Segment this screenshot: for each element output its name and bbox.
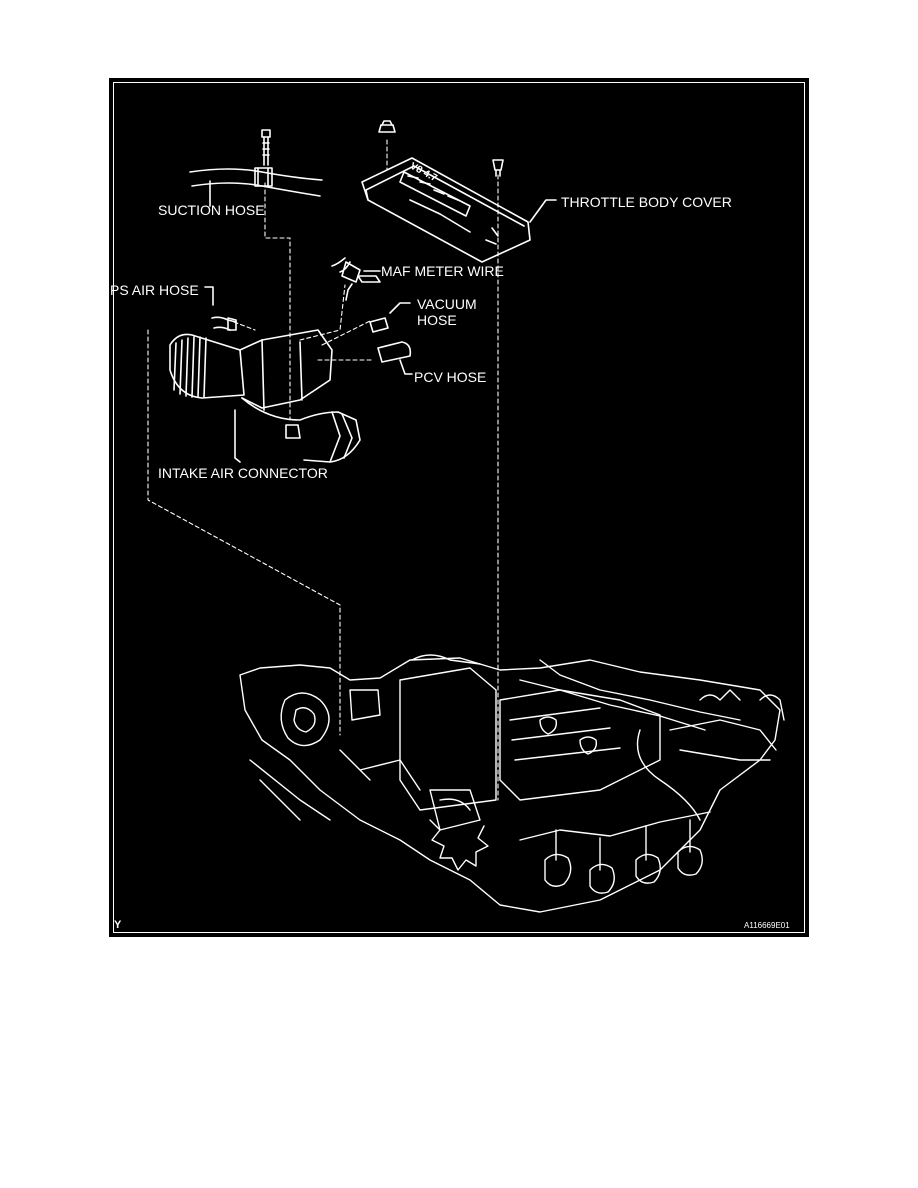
pcv-hose-leader: [399, 359, 413, 375]
nut-icon: [378, 120, 396, 133]
vacuum-hose-label: VACUUM HOSE: [417, 296, 477, 328]
clip-icon: [492, 159, 504, 177]
suction-hose-label: SUCTION HOSE: [158, 202, 265, 218]
throttle-body-cover-part: [361, 157, 531, 263]
figure-code: A116669E01: [744, 921, 790, 930]
throttle-body-cover-label: THROTTLE BODY COVER: [561, 194, 732, 210]
ps-air-hose-leader: [204, 286, 214, 306]
pcv-hose-part: [377, 341, 412, 363]
assembly-guide-lines: [147, 139, 499, 801]
maf-meter-wire-part: [331, 257, 381, 301]
intake-air-connector-leader: [234, 409, 241, 463]
vacuum-hose-part: [369, 317, 389, 333]
vacuum-hose-leader: [389, 302, 411, 314]
throttle-body-cover-leader: [529, 199, 557, 223]
intake-air-connector-label: INTAKE AIR CONNECTOR: [158, 465, 328, 481]
maf-meter-wire-label: MAF METER WIRE: [381, 263, 504, 279]
suction-hose-part: [189, 167, 323, 197]
engine-assembly: [239, 654, 785, 913]
diagram-border: [113, 82, 805, 933]
ps-air-hose-label: PS AIR HOSE: [110, 282, 199, 298]
diagram-panel: [108, 77, 810, 938]
intake-air-connector-part: [169, 329, 361, 463]
bolt-icon: [261, 129, 271, 166]
corner-letter: Y: [114, 919, 122, 931]
pcv-hose-label: PCV HOSE: [414, 369, 487, 385]
figure-frame: [105, 74, 813, 941]
ps-air-hose-part: [211, 316, 237, 331]
